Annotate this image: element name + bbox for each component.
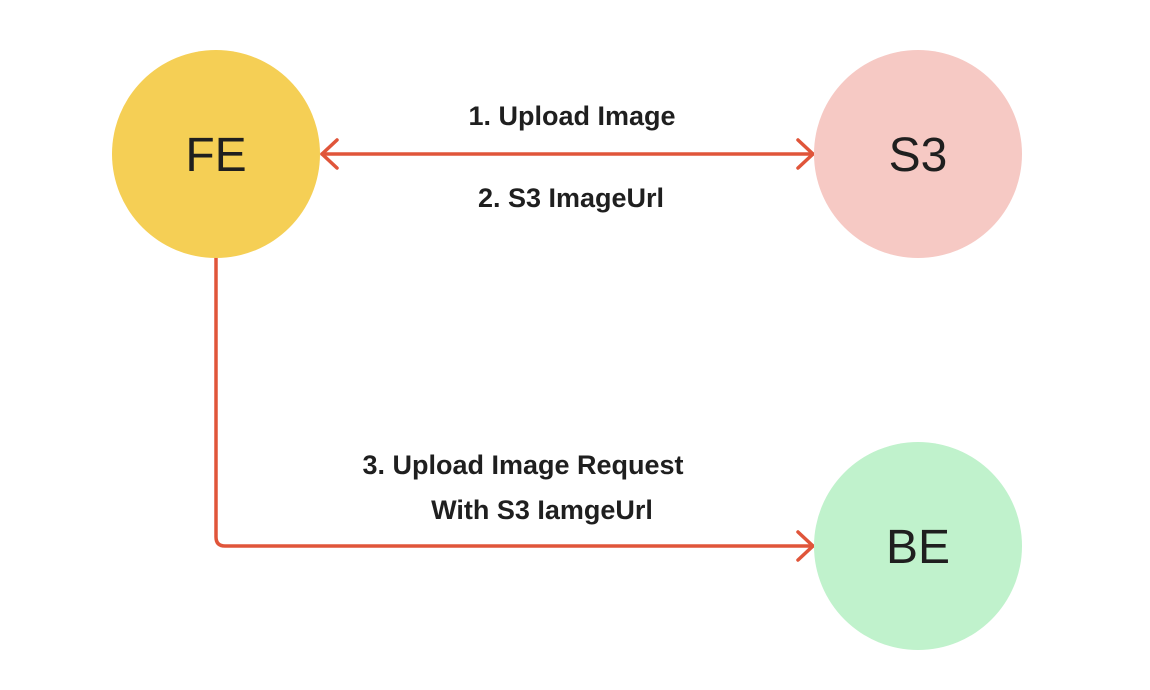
node-fe: FE <box>112 50 320 258</box>
edge-label-s3-imageurl: 2. S3 ImageUrl <box>478 183 664 213</box>
edge-label-upload-request: 3. Upload Image Request <box>362 450 683 480</box>
edge-fe-be-line <box>214 255 815 548</box>
arrowhead-right-icon <box>796 138 815 170</box>
node-be-circle <box>814 442 1022 650</box>
node-s3-label: S3 <box>889 129 948 182</box>
arrowhead-left-icon <box>320 138 339 170</box>
node-be-label: BE <box>886 521 950 574</box>
node-fe-circle <box>112 50 320 258</box>
edge-fe-s3 <box>320 138 815 170</box>
node-be: BE <box>814 442 1022 650</box>
node-fe-label: FE <box>185 129 246 182</box>
edge-fe-be <box>214 255 815 562</box>
node-s3: S3 <box>814 50 1022 258</box>
edge-label-upload-image: 1. Upload Image <box>468 101 675 131</box>
edge-label-with-s3-url: With S3 IamgeUrl <box>431 495 653 525</box>
node-s3-circle <box>814 50 1022 258</box>
arrowhead-right-icon <box>796 530 815 562</box>
